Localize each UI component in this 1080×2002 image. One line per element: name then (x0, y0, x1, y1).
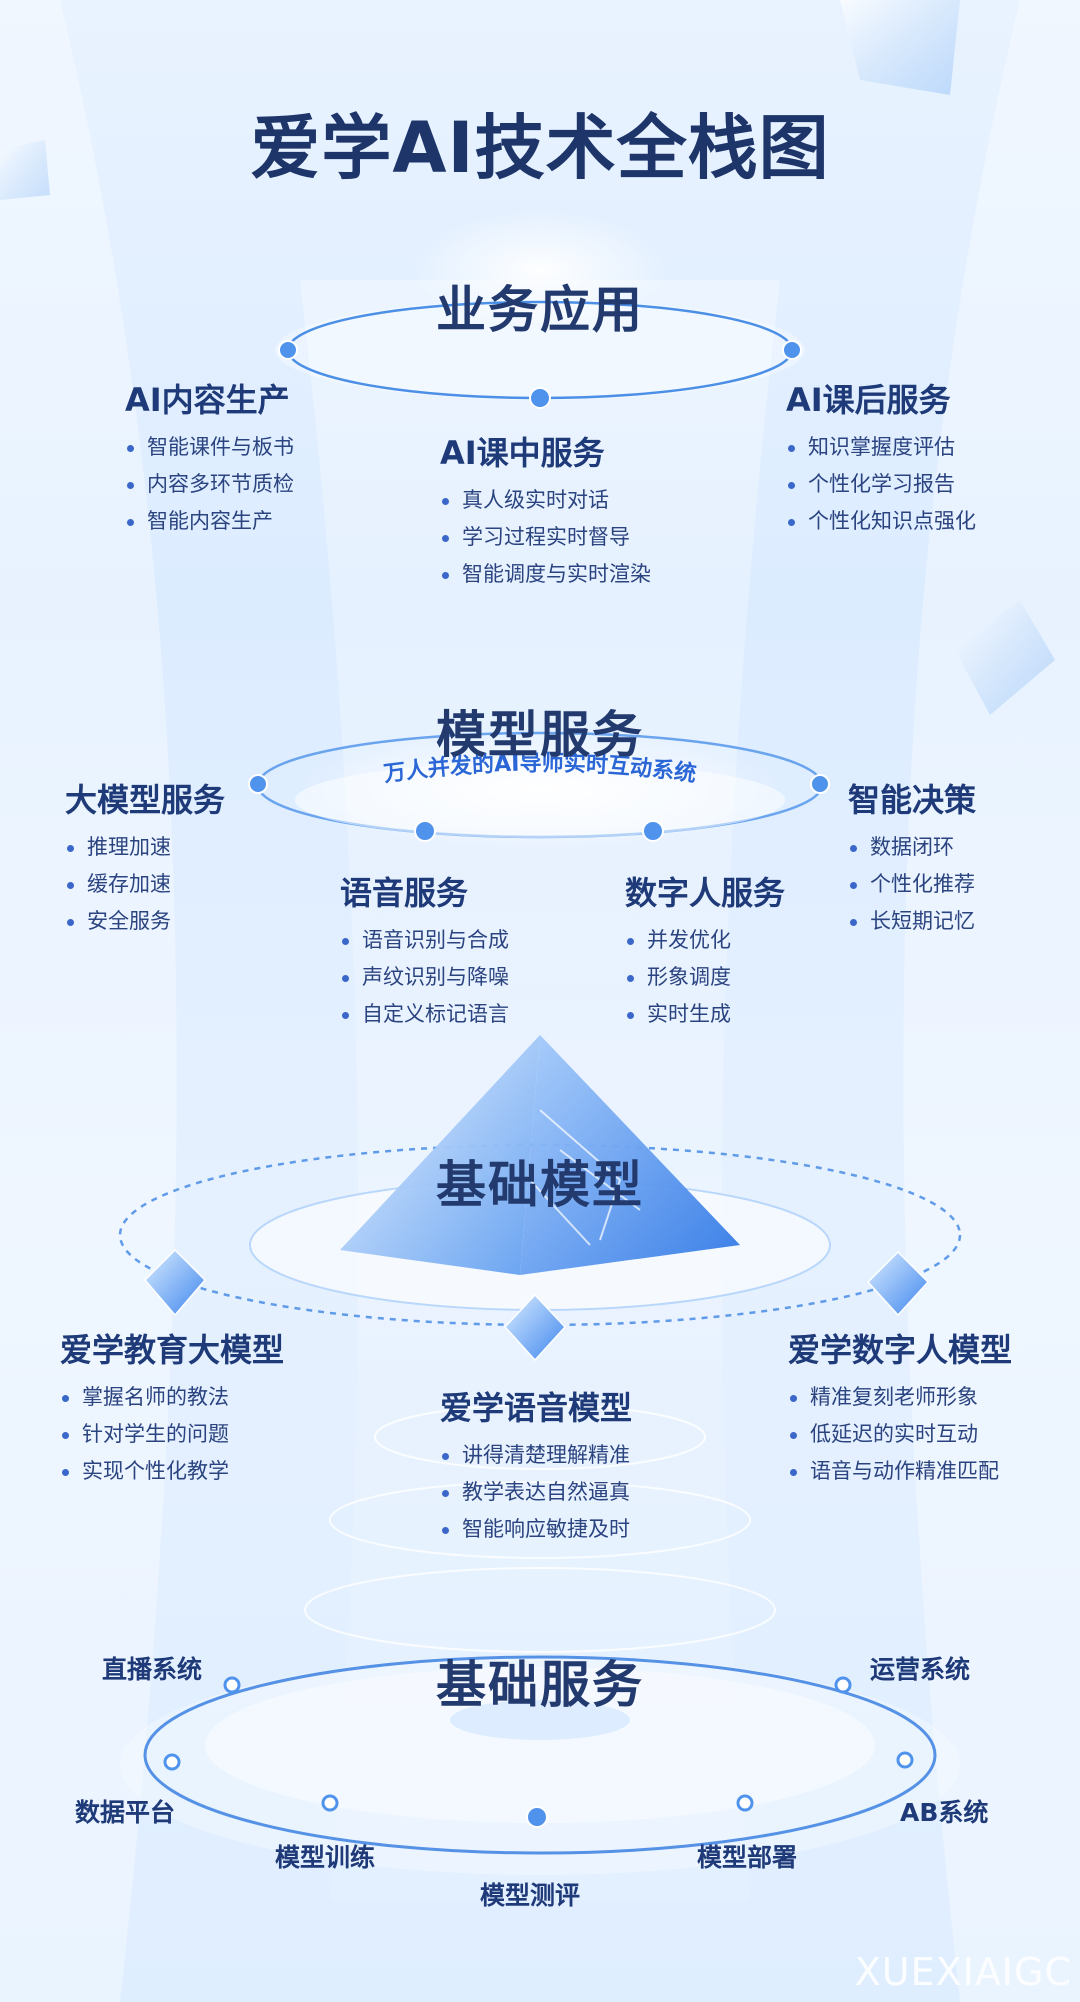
section-education-llm: 爱学教育大模型 掌握名师的教法 针对学生的问题 实现个性化教学 (60, 1325, 284, 1490)
list-item: 声纹识别与降噪 (340, 959, 509, 996)
list-item: 针对学生的问题 (60, 1416, 284, 1453)
service-ab-system: AB系统 (900, 1798, 989, 1827)
list-item: 智能内容生产 (125, 503, 294, 540)
section-title: 语音服务 (340, 874, 469, 912)
section-speech-model: 爱学语音模型 讲得清楚理解精准 教学表达自然逼真 智能响应敏捷及时 (440, 1383, 632, 1548)
list-item: 长短期记忆 (848, 903, 976, 940)
list-item: 缓存加速 (65, 866, 225, 903)
section-title: AI课中服务 (440, 434, 605, 472)
list-item: 语音识别与合成 (340, 922, 509, 959)
section-ai-content-production: AI内容生产 智能课件与板书 内容多环节质检 智能内容生产 (125, 375, 294, 540)
section-title: 大模型服务 (65, 781, 226, 819)
list-item: 个性化学习报告 (786, 466, 976, 503)
section-digital-human-model: 爱学数字人模型 精准复刻老师形象 低延迟的实时互动 语音与动作精准匹配 (788, 1325, 1012, 1490)
list-item: 智能课件与板书 (125, 429, 294, 466)
section-title: AI课后服务 (786, 381, 951, 419)
section-title: 爱学教育大模型 (60, 1331, 285, 1369)
list-item: 精准复刻老师形象 (788, 1379, 1012, 1416)
service-operations: 运营系统 (870, 1655, 971, 1684)
list-item: 实现个性化教学 (60, 1453, 284, 1490)
section-title: 数字人服务 (625, 874, 786, 912)
list-item: 安全服务 (65, 903, 225, 940)
list-item: 智能响应敏捷及时 (440, 1511, 632, 1548)
page-title: 爱学AI技术全栈图 (250, 107, 830, 189)
list-item: 推理加速 (65, 829, 225, 866)
list-item: 讲得清楚理解精准 (440, 1437, 632, 1474)
service-model-evaluation: 模型测评 (480, 1881, 581, 1910)
list-item: 低延迟的实时互动 (788, 1416, 1012, 1453)
list-item: 数据闭环 (848, 829, 976, 866)
list-item: 智能调度与实时渲染 (440, 556, 651, 593)
layer-title-model-service: 模型服务 (436, 706, 644, 764)
service-live-streaming: 直播系统 (102, 1655, 203, 1684)
service-data-platform: 数据平台 (75, 1798, 176, 1827)
list-item: 语音与动作精准匹配 (788, 1453, 1012, 1490)
layer-title-business: 业务应用 (436, 281, 644, 339)
section-digital-human-service: 数字人服务 并发优化 形象调度 实时生成 (625, 868, 785, 1033)
list-item: 掌握名师的教法 (60, 1379, 284, 1416)
section-llm-service: 大模型服务 推理加速 缓存加速 安全服务 (65, 775, 225, 940)
layer-title-base-model: 基础模型 (436, 1156, 644, 1214)
list-item: 并发优化 (625, 922, 785, 959)
list-item: 形象调度 (625, 959, 785, 996)
list-item: 内容多环节质检 (125, 466, 294, 503)
section-ai-in-class-service: AI课中服务 真人级实时对话 学习过程实时督导 智能调度与实时渲染 (440, 428, 651, 593)
list-item: 学习过程实时督导 (440, 519, 651, 556)
section-title: AI内容生产 (125, 381, 290, 419)
watermark: XUEXIAIGC (854, 1950, 1072, 1994)
service-model-deployment: 模型部署 (697, 1843, 798, 1872)
section-title: 爱学数字人模型 (788, 1331, 1013, 1369)
service-model-training: 模型训练 (275, 1843, 376, 1872)
list-item: 自定义标记语言 (340, 996, 509, 1033)
section-title: 爱学语音模型 (440, 1389, 633, 1427)
section-intelligent-decision: 智能决策 数据闭环 个性化推荐 长短期记忆 (848, 775, 976, 940)
section-title: 智能决策 (848, 781, 977, 819)
list-item: 实时生成 (625, 996, 785, 1033)
layer-title-base-service: 基础服务 (436, 1656, 644, 1714)
list-item: 个性化推荐 (848, 866, 976, 903)
list-item: 真人级实时对话 (440, 482, 651, 519)
list-item: 个性化知识点强化 (786, 503, 976, 540)
list-item: 知识掌握度评估 (786, 429, 976, 466)
section-speech-service: 语音服务 语音识别与合成 声纹识别与降噪 自定义标记语言 (340, 868, 509, 1033)
list-item: 教学表达自然逼真 (440, 1474, 632, 1511)
section-ai-after-class-service: AI课后服务 知识掌握度评估 个性化学习报告 个性化知识点强化 (786, 375, 976, 540)
